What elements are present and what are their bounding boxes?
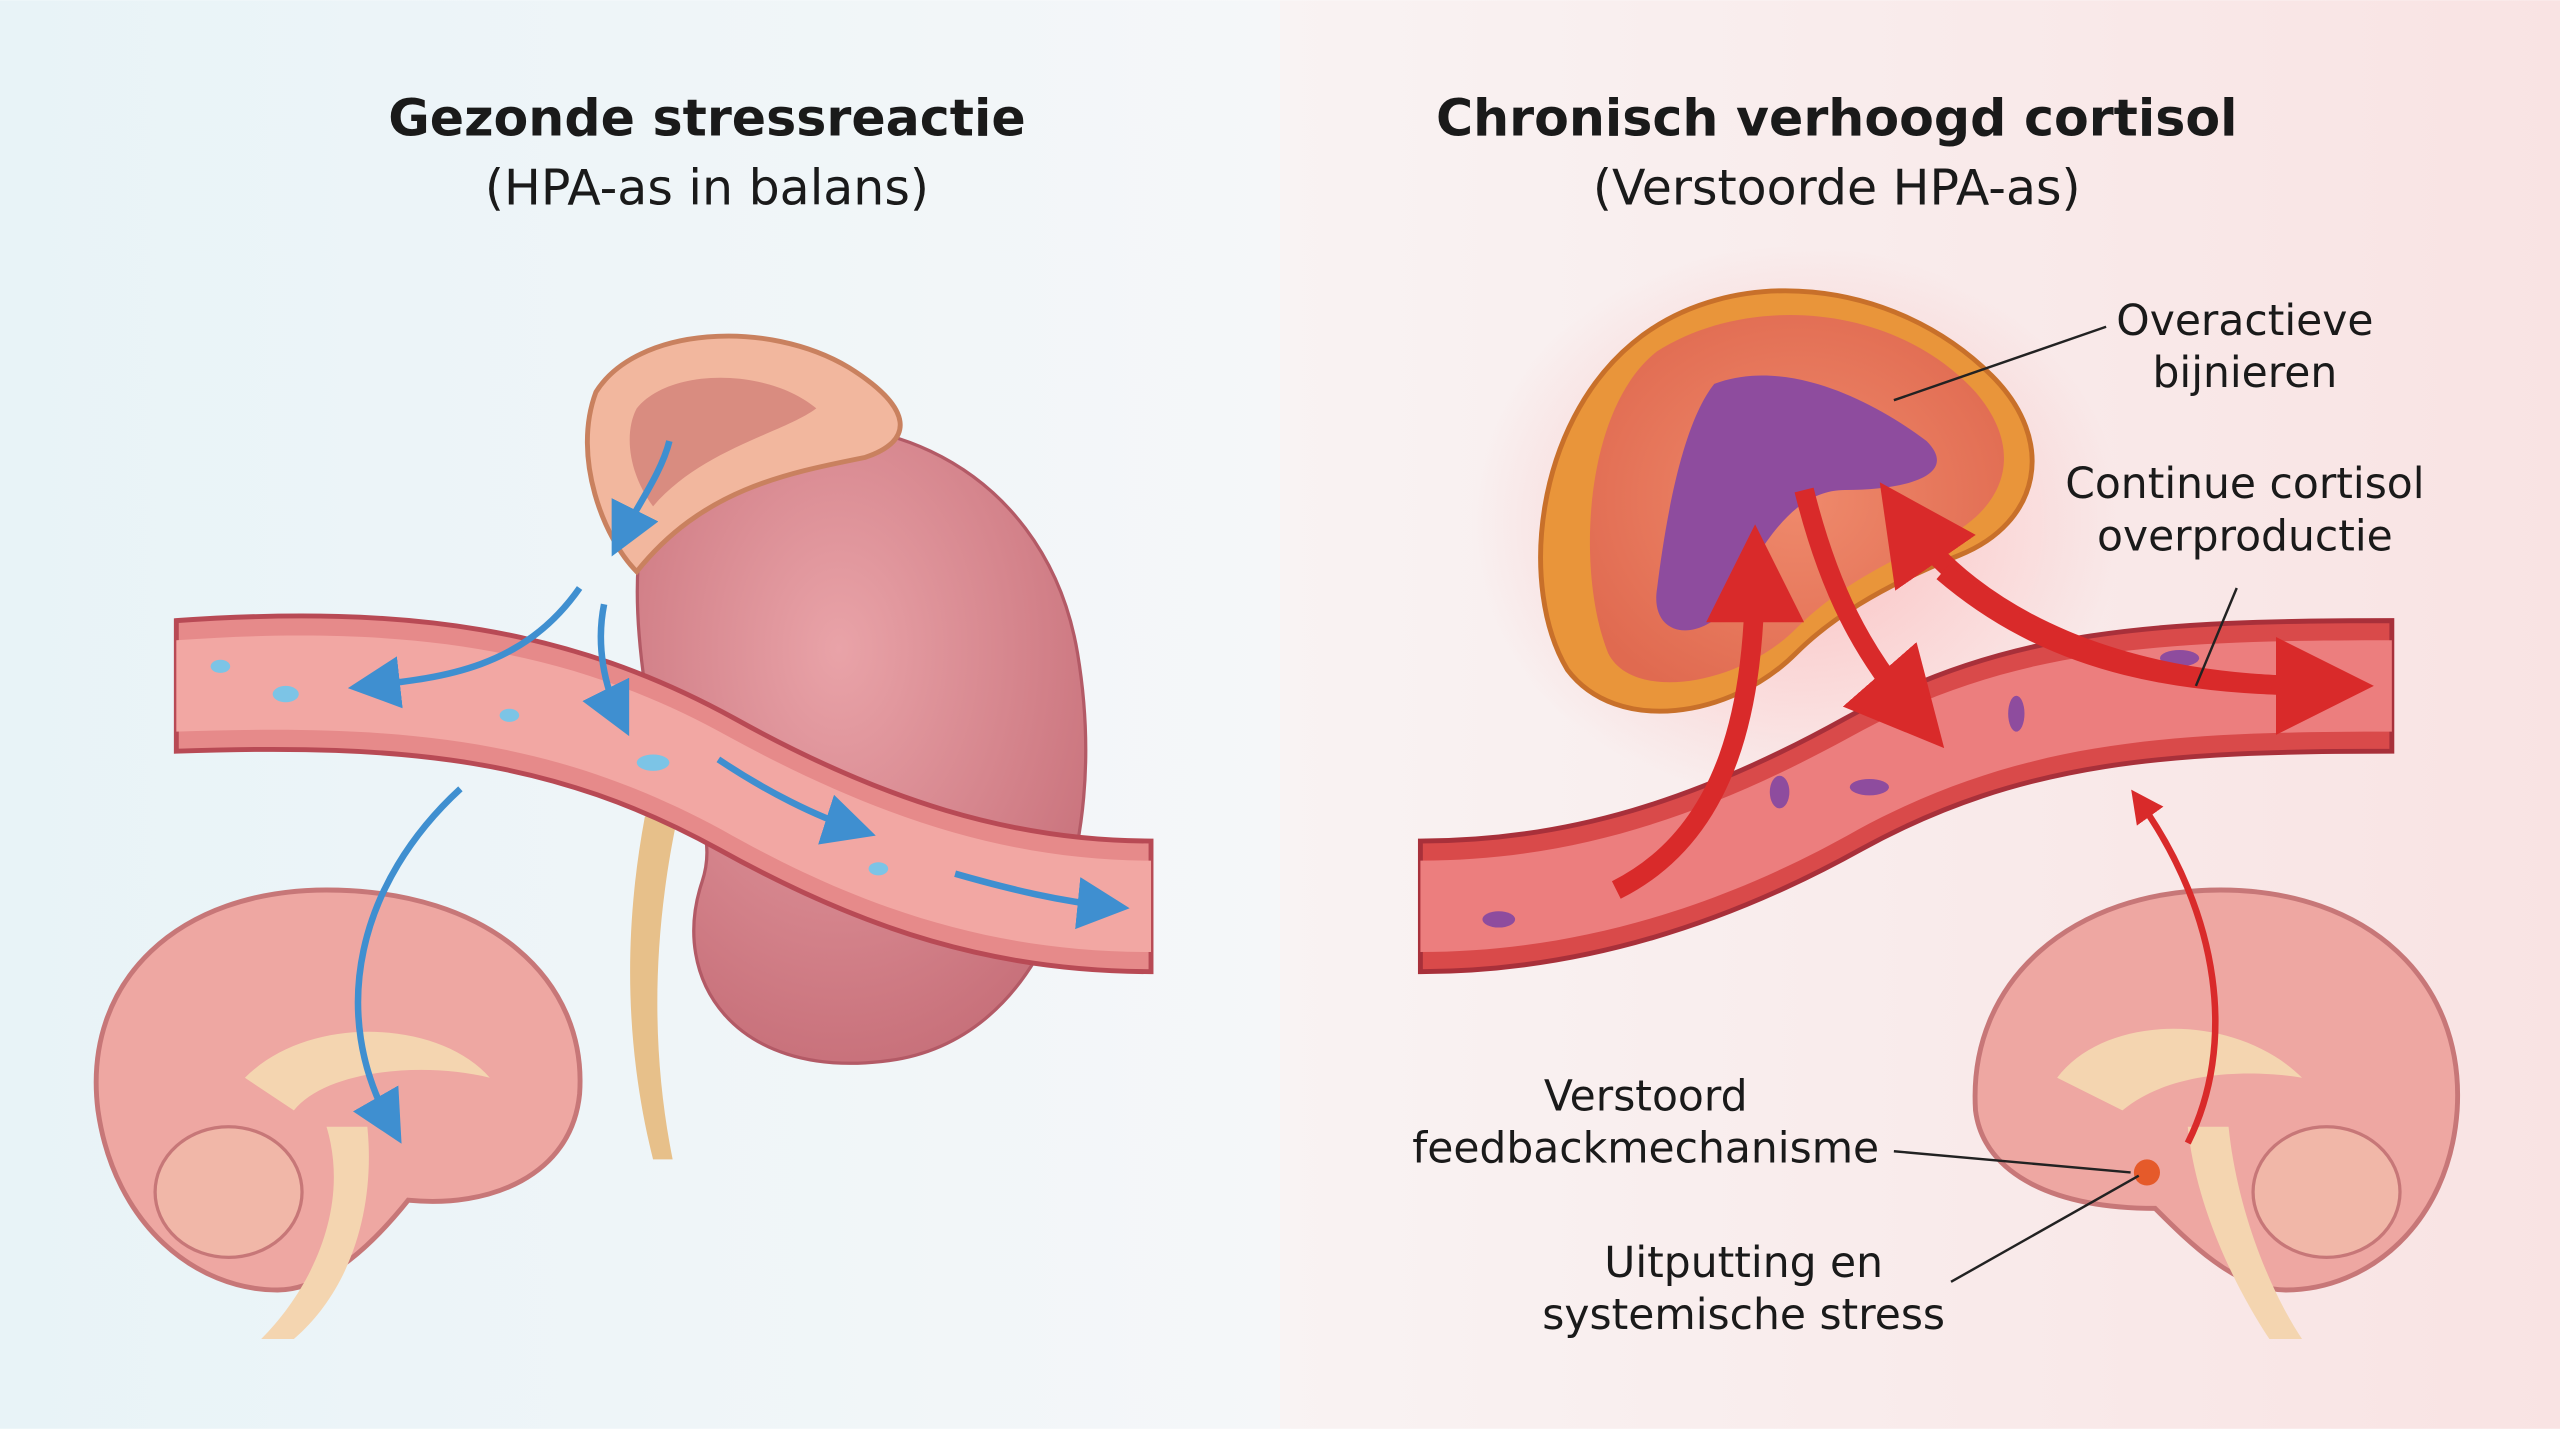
red-arrows	[1611, 482, 2374, 1145]
left-subtitle: (HPA-as in balans)	[485, 159, 929, 216]
blood-vessel-left	[173, 613, 1154, 975]
label-feedback-2: feedbackmechanisme	[1412, 1125, 1879, 1174]
label-cortisol-1: Continue cortisol	[2065, 460, 2424, 509]
ureter	[630, 816, 678, 1160]
right-title: Chronisch verhoogd cortisol	[1436, 89, 2237, 148]
label-cortisol-2: overproductie	[2097, 512, 2393, 561]
right-subtitle: (Verstoorde HPA-as)	[1593, 159, 2081, 216]
label-overactive-adrenals-2: bijnieren	[2152, 349, 2337, 398]
right-labels: Overactieve bijnieren Continue cortisol …	[1412, 297, 2424, 1340]
brain-right	[1972, 887, 2461, 1339]
label-overactive-adrenals-1: Overactieve	[2116, 297, 2373, 346]
label-stress-2: systemische stress	[1542, 1291, 1945, 1340]
label-stress-1: Uitputting en	[1604, 1239, 1883, 1288]
label-leader-lines	[1893, 325, 2238, 1283]
adrenal-gland-healthy	[584, 333, 903, 576]
blue-arrows	[347, 440, 1130, 1144]
left-title: Gezonde stressreactie	[388, 89, 1025, 148]
label-feedback-1: Verstoord	[1544, 1072, 1748, 1121]
